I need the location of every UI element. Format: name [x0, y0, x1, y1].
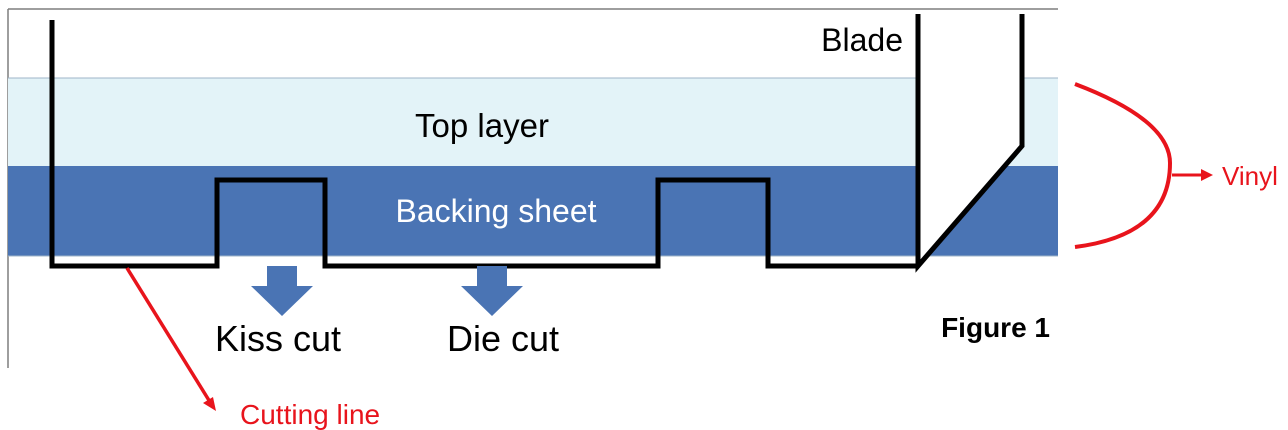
figure-label: Figure 1	[941, 312, 1050, 343]
backing-sheet-label: Backing sheet	[395, 193, 596, 229]
vinyl-brace	[1074, 82, 1173, 249]
vinyl-arrowhead	[1201, 169, 1213, 181]
kiss-cut-label: Kiss cut	[215, 318, 341, 359]
cutting-line-pointer	[125, 267, 212, 403]
die-cut-arrow	[461, 266, 523, 316]
kiss-cut-arrow	[251, 266, 313, 316]
blade-label: Blade	[821, 22, 903, 58]
cutting-line-arrowhead	[203, 397, 216, 411]
cutting-line-label: Cutting line	[240, 399, 380, 430]
vinyl-label: Vinyl	[1222, 161, 1278, 191]
blade-outline	[915, 14, 1025, 273]
blade-body	[918, 14, 1022, 266]
top-layer-band	[8, 78, 1058, 166]
die-cut-label: Die cut	[447, 318, 559, 359]
backing-sheet-band	[8, 166, 1058, 256]
top-layer-label: Top layer	[415, 107, 549, 144]
cutting-path	[49, 20, 918, 269]
